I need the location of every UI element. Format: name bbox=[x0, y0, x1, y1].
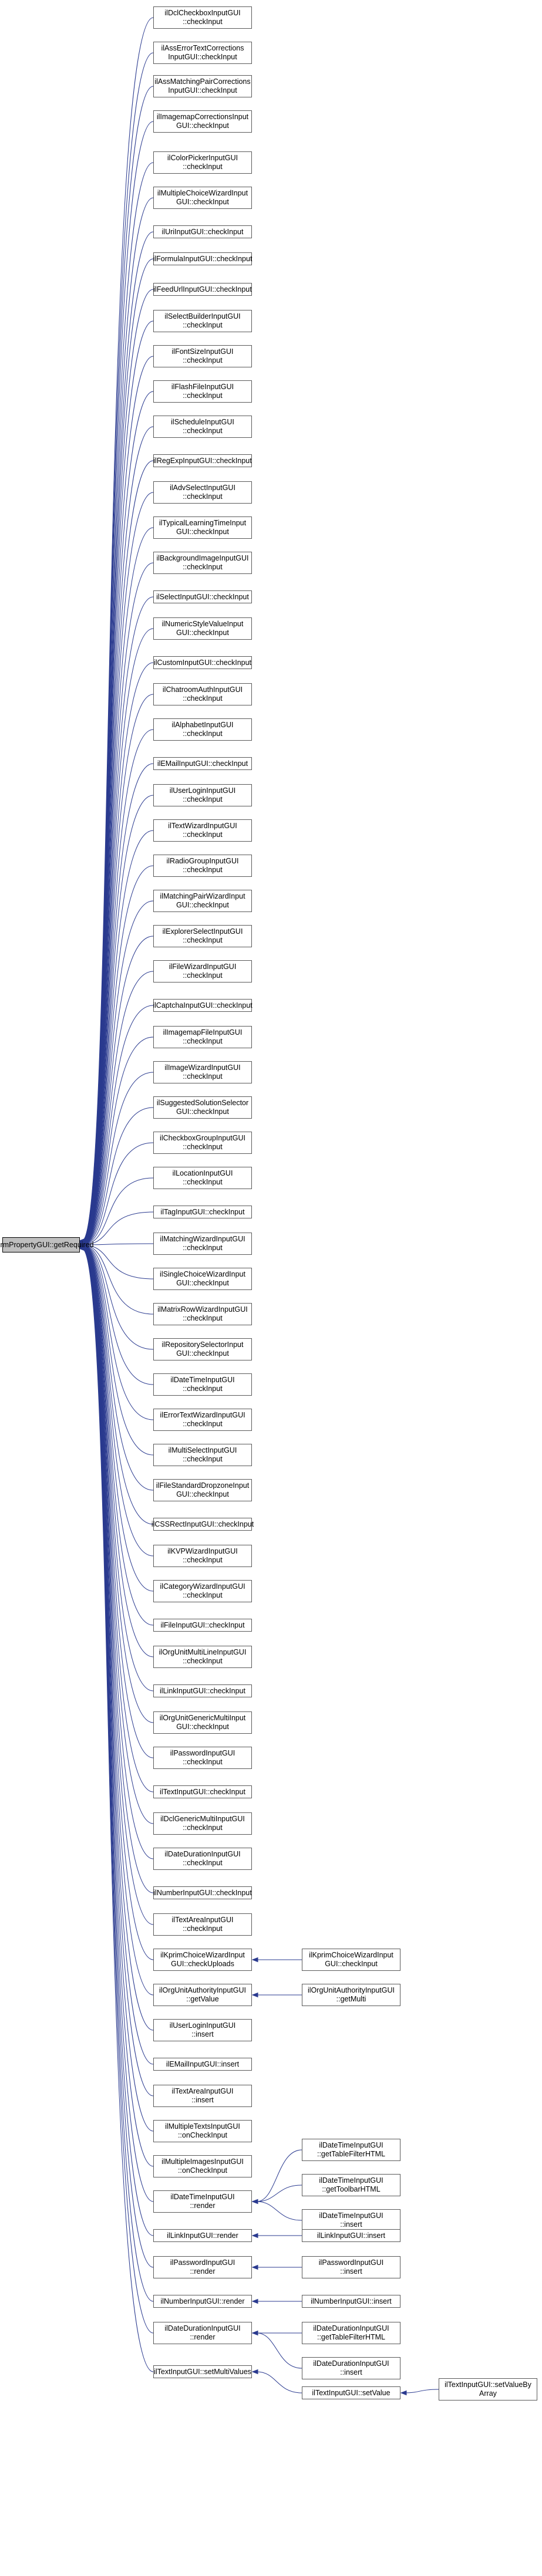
graph-node-ildatetimeinputgui-render[interactable]: ilDateTimeInputGUI ::render bbox=[153, 2190, 252, 2213]
graph-node-ilnumberinputgui-checkinput[interactable]: ilNumberInputGUI::checkInput bbox=[153, 1886, 252, 1899]
graph-node-ilformulainputgui-checkinput[interactable]: ilFormulaInputGUI::checkInput bbox=[153, 252, 252, 265]
edge-c1-to-n58 bbox=[251, 1957, 302, 1963]
graph-node-ilbackgroundimageinputgui-checkinput[interactable]: ilBackgroundImageInputGUI ::checkInput bbox=[153, 552, 252, 574]
graph-node-ildatedurationinputgui-gettablefilterhtml[interactable]: ilDateDurationInputGUI ::getTableFilterH… bbox=[302, 2322, 400, 2344]
graph-node-iltextinputgui-setmultivalues[interactable]: ilTextInputGUI::setMultiValues bbox=[153, 2365, 252, 2378]
graph-node-ilorgunitmultilineinputgui-checkinput[interactable]: ilOrgUnitMultiLineInputGUI ::checkInput bbox=[153, 1646, 252, 1668]
graph-node-iltextinputgui-checkinput[interactable]: ilTextInputGUI::checkInput bbox=[153, 1785, 252, 1798]
graph-node-ilmatchingwizardinputgui-checkinput[interactable]: ilMatchingWizardInputGUI ::checkInput bbox=[153, 1233, 252, 1255]
graph-node-iltaginputgui-checkinput[interactable]: ilTagInputGUI::checkInput bbox=[153, 1206, 252, 1218]
graph-node-ilpasswordinputgui-insert[interactable]: ilPasswordInputGUI ::insert bbox=[302, 2256, 400, 2278]
graph-node-ilmatchingpairwizardinput-gui-checkinput[interactable]: ilMatchingPairWizardInput GUI::checkInpu… bbox=[153, 890, 252, 912]
graph-node-ilkprimchoicewizardinput-gui-checkuploads[interactable]: ilKprimChoiceWizardInput GUI::checkUploa… bbox=[153, 1949, 252, 1971]
graph-node-iltextareainputgui-insert[interactable]: ilTextAreaInputGUI ::insert bbox=[153, 2085, 252, 2107]
graph-node-illinkinputgui-insert[interactable]: ilLinkInputGUI::insert bbox=[302, 2229, 400, 2242]
graph-node-ildatetimeinputgui-insert[interactable]: ilDateTimeInputGUI ::insert bbox=[302, 2209, 400, 2231]
graph-node-ilmultipleimagesinputgui-oncheckinput[interactable]: ilMultipleImagesInputGUI ::onCheckInput bbox=[153, 2155, 252, 2177]
graph-node-ilexplorerselectinputgui-checkinput[interactable]: ilExplorerSelectInputGUI ::checkInput bbox=[153, 925, 252, 947]
graph-node-ildclgenericmultiinputgui-checkinput[interactable]: ilDclGenericMultiInputGUI ::checkInput bbox=[153, 1812, 252, 1835]
graph-node-ilrepositoryselectorinput-gui-checkinput[interactable]: ilRepositorySelectorInput GUI::checkInpu… bbox=[153, 1338, 252, 1360]
graph-node-ildatetimeinputgui-gettablefilterhtml[interactable]: ilDateTimeInputGUI ::getTableFilterHTML bbox=[302, 2139, 400, 2161]
graph-node-ilmatrixrowwizardinputgui-checkinput[interactable]: ilMatrixRowWizardInputGUI ::checkInput bbox=[153, 1303, 252, 1325]
graph-node-ilflashfileinputgui-checkinput[interactable]: ilFlashFileInputGUI ::checkInput bbox=[153, 380, 252, 403]
graph-node-ilcheckboxgroupinputgui-checkinput[interactable]: ilCheckboxGroupInputGUI ::checkInput bbox=[153, 1132, 252, 1154]
graph-node-ilmultiselectinputgui-checkinput[interactable]: ilMultiSelectInputGUI ::checkInput bbox=[153, 1444, 252, 1466]
graph-node-iltextinputgui-setvalue[interactable]: ilTextInputGUI::setValue bbox=[302, 2386, 400, 2399]
graph-node-ilselectbuilderinputgui-checkinput[interactable]: ilSelectBuilderInputGUI ::checkInput bbox=[153, 310, 252, 332]
graph-node-ilasserrortextcorrections-inputgui-checkinput[interactable]: ilAssErrorTextCorrections InputGUI::chec… bbox=[153, 42, 252, 64]
graph-node-ilscheduleinputgui-checkinput[interactable]: ilScheduleInputGUI ::checkInput bbox=[153, 416, 252, 438]
edge-c6-to-n66 bbox=[251, 2233, 302, 2239]
graph-node-ilkprimchoicewizardinput-gui-checkinput[interactable]: ilKprimChoiceWizardInput GUI::checkInput bbox=[302, 1949, 400, 1971]
graph-node-illinkinputgui-checkinput[interactable]: ilLinkInputGUI::checkInput bbox=[153, 1684, 252, 1697]
graph-node-ilcustominputgui-checkinput[interactable]: ilCustomInputGUI::checkInput bbox=[153, 656, 252, 669]
graph-node-ilorgunitgenericmultiinput-gui-checkinput[interactable]: ilOrgUnitGenericMultiInput GUI::checkInp… bbox=[153, 1711, 252, 1734]
graph-node-iltypicallearningtimeinput-gui-checkinput[interactable]: ilTypicalLearningTimeInput GUI::checkInp… bbox=[153, 516, 252, 539]
graph-node-ilregexpinputgui-checkinput[interactable]: ilRegExpInputGUI::checkInput bbox=[153, 454, 252, 467]
edge-c12-to-c11 bbox=[400, 2389, 439, 2396]
graph-node-ilchatroomauthinputgui-checkinput[interactable]: ilChatroomAuthInputGUI ::checkInput bbox=[153, 683, 252, 705]
graph-node-ilsuggestedsolutionselector-gui-checkinput[interactable]: ilSuggestedSolutionSelector GUI::checkIn… bbox=[153, 1096, 252, 1119]
root-node-ilformpropertygui-getrequired[interactable]: ilFormPropertyGUI::getRequired bbox=[0, 1237, 94, 1252]
graph-node-ilselectinputgui-checkinput[interactable]: ilSelectInputGUI::checkInput bbox=[153, 590, 252, 603]
graph-node-ilimagemapfileinputgui-checkinput[interactable]: ilImagemapFileInputGUI ::checkInput bbox=[153, 1026, 252, 1048]
graph-node-ilsinglechoicewizardinput-gui-checkinput[interactable]: ilSingleChoiceWizardInput GUI::checkInpu… bbox=[153, 1268, 252, 1290]
graph-node-ilfileinputgui-checkinput[interactable]: ilFileInputGUI::checkInput bbox=[153, 1619, 252, 1632]
graph-node-ilmultiplechoicewizardinput-gui-checkinput[interactable]: ilMultipleChoiceWizardInput GUI::checkIn… bbox=[153, 187, 252, 209]
graph-node-illinkinputgui-render[interactable]: ilLinkInputGUI::render bbox=[153, 2229, 252, 2242]
graph-node-ilimagewizardinputgui-checkinput[interactable]: ilImageWizardInputGUI ::checkInput bbox=[153, 1061, 252, 1083]
edge-c5-to-n65 bbox=[251, 2199, 302, 2221]
graph-node-ilpasswordinputgui-render[interactable]: ilPasswordInputGUI ::render bbox=[153, 2256, 252, 2278]
graph-node-ilimagemapcorrectionsinput-gui-checkinput[interactable]: ilImagemapCorrectionsInput GUI::checkInp… bbox=[153, 110, 252, 133]
graph-node-ilkvpwizardinputgui-checkinput[interactable]: ilKVPWizardInputGUI ::checkInput bbox=[153, 1545, 252, 1567]
graph-node-ilfilestandarddropzoneinput-gui-checkinput[interactable]: ilFileStandardDropzoneInput GUI::checkIn… bbox=[153, 1479, 252, 1501]
graph-node-ilassmatchingpaircorrections-inputgui-checkinput[interactable]: ilAssMatchingPairCorrections InputGUI::c… bbox=[153, 75, 252, 97]
edge-n70-to-root bbox=[79, 1246, 154, 2372]
edge-c7-to-n67 bbox=[251, 2264, 302, 2270]
graph-node-ilorgunitauthorityinputgui-getvalue[interactable]: ilOrgUnitAuthorityInputGUI ::getValue bbox=[153, 1984, 252, 2006]
graph-node-ilfeedurlinputgui-checkinput[interactable]: ilFeedUrlInputGUI::checkInput bbox=[153, 283, 252, 296]
edge-c10-to-n69 bbox=[251, 2330, 302, 2369]
graph-node-ilnumericstylevalueinput-gui-checkinput[interactable]: ilNumericStyleValueInput GUI::checkInput bbox=[153, 617, 252, 640]
graph-node-iluserlogininputgui-checkinput[interactable]: ilUserLoginInputGUI ::checkInput bbox=[153, 784, 252, 806]
graph-node-illocationinputgui-checkinput[interactable]: ilLocationInputGUI ::checkInput bbox=[153, 1167, 252, 1189]
graph-node-iladvselectinputgui-checkinput[interactable]: ilAdvSelectInputGUI ::checkInput bbox=[153, 481, 252, 504]
graph-node-ilcolorpickerinputgui-checkinput[interactable]: ilColorPickerInputGUI ::checkInput bbox=[153, 151, 252, 174]
graph-node-ilnumberinputgui-render[interactable]: ilNumberInputGUI::render bbox=[153, 2295, 252, 2308]
graph-node-iluriinputgui-checkinput[interactable]: ilUriInputGUI::checkInput bbox=[153, 225, 252, 238]
graph-node-ildatedurationinputgui-checkinput[interactable]: ilDateDurationInputGUI ::checkInput bbox=[153, 1848, 252, 1870]
edge-c11-to-n70 bbox=[251, 2369, 302, 2393]
graph-node-ildatedurationinputgui-render[interactable]: ilDateDurationInputGUI ::render bbox=[153, 2322, 252, 2344]
graph-node-ildatetimeinputgui-gettoolbarhtml[interactable]: ilDateTimeInputGUI ::getToolbarHTML bbox=[302, 2174, 400, 2196]
graph-node-ilfontsizeinputgui-checkinput[interactable]: ilFontSizeInputGUI ::checkInput bbox=[153, 345, 252, 367]
graph-node-ilcaptchainputgui-checkinput[interactable]: ilCaptchaInputGUI::checkInput bbox=[153, 999, 253, 1012]
graph-node-iltextareainputgui-checkinput[interactable]: ilTextAreaInputGUI ::checkInput bbox=[153, 1913, 252, 1936]
edge-c2-to-n59 bbox=[251, 1992, 302, 1998]
graph-node-iluserlogininputgui-insert[interactable]: ilUserLoginInputGUI ::insert bbox=[153, 2019, 252, 2041]
graph-node-ilfilewizardinputgui-checkinput[interactable]: ilFileWizardInputGUI ::checkInput bbox=[153, 960, 252, 983]
graph-node-iltextwizardinputgui-checkinput[interactable]: ilTextWizardInputGUI ::checkInput bbox=[153, 819, 252, 842]
graph-node-ilcategorywizardinputgui-checkinput[interactable]: ilCategoryWizardInputGUI ::checkInput bbox=[153, 1580, 252, 1602]
graph-node-ilemailinputgui-insert[interactable]: ilEMailInputGUI::insert bbox=[153, 2058, 252, 2071]
graph-node-ilnumberinputgui-insert[interactable]: ilNumberInputGUI::insert bbox=[302, 2295, 400, 2308]
graph-node-ilpasswordinputgui-checkinput[interactable]: ilPasswordInputGUI ::checkInput bbox=[153, 1747, 252, 1769]
graph-node-ilalphabetinputgui-checkinput[interactable]: ilAlphabetInputGUI ::checkInput bbox=[153, 718, 252, 741]
graph-node-ilerrortextwizardinputgui-checkinput[interactable]: ilErrorTextWizardInputGUI ::checkInput bbox=[153, 1409, 252, 1431]
graph-node-ilmultipletextsinputgui-oncheckinput[interactable]: ilMultipleTextsInputGUI ::onCheckInput bbox=[153, 2120, 252, 2142]
edge-c8-to-n68 bbox=[251, 2298, 302, 2304]
graph-node-ildatetimeinputgui-checkinput[interactable]: ilDateTimeInputGUI ::checkInput bbox=[153, 1373, 252, 1396]
graph-node-ilcssrectinputgui-checkinput[interactable]: ilCSSRectInputGUI::checkInput bbox=[152, 1518, 254, 1531]
graph-node-ildclcheckboxinputgui-checkinput[interactable]: ilDclCheckboxInputGUI ::checkInput bbox=[153, 6, 252, 29]
graph-node-ilorgunitauthorityinputgui-getmulti[interactable]: ilOrgUnitAuthorityInputGUI ::getMulti bbox=[302, 1984, 400, 2006]
graph-node-ilemailinputgui-checkinput[interactable]: ilEMailInputGUI::checkInput bbox=[153, 757, 252, 770]
graph-node-ildatedurationinputgui-insert[interactable]: ilDateDurationInputGUI ::insert bbox=[302, 2357, 400, 2379]
graph-node-iltextinputgui-setvalueby-array[interactable]: ilTextInputGUI::setValueBy Array bbox=[439, 2378, 537, 2401]
graph-node-ilradiogroupinputgui-checkinput[interactable]: ilRadioGroupInputGUI ::checkInput bbox=[153, 855, 252, 877]
